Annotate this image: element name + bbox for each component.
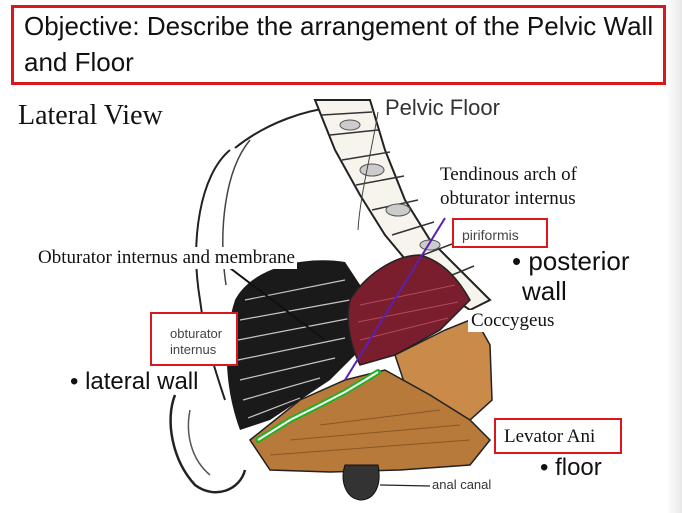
piriformis-fibers — [357, 284, 459, 341]
sacrum-spine — [313, 99, 492, 312]
obturator-line2: internus — [170, 342, 217, 357]
levator-ani-muscle — [248, 369, 492, 473]
posterior-bullet-line2: wall — [522, 276, 567, 306]
tendinous-arch-label: Tendinous arch of obturator internus — [438, 163, 579, 211]
piriformis-muscle — [347, 254, 471, 366]
anal-canal-leader — [379, 484, 431, 487]
view-label: Lateral View — [18, 100, 163, 131]
pubis-inner — [187, 409, 211, 476]
levator-fibers — [269, 409, 471, 456]
obturator-line1: obturator — [170, 326, 223, 341]
floor-bullet: • floor — [540, 454, 602, 481]
coccygeus-label: Coccygeus — [468, 310, 558, 332]
obturator-membrane-leader — [229, 267, 326, 341]
obturator-membrane-label: Obturator internus and membrane — [36, 247, 297, 269]
pubic-bone — [169, 394, 247, 494]
obturator-internus-label: obturator internus — [150, 312, 238, 366]
slide-title: Objective: Describe the arrangement of t… — [24, 11, 654, 77]
anal-canal-label: anal canal — [432, 477, 492, 492]
posterior-wall-bullet: • posterior wall — [512, 246, 629, 306]
pelvic-floor-leader — [357, 111, 379, 231]
tendinous-arch-line2: obturator internus — [440, 188, 576, 209]
ilium-outline — [195, 149, 231, 401]
tendinous-arch-line1: Tendinous arch of — [440, 164, 577, 185]
tendinous-arch-leader — [344, 217, 446, 381]
tendinous-arch-core — [257, 371, 379, 441]
lateral-wall-bullet: • lateral wall — [70, 368, 199, 395]
window-edge-shade — [666, 0, 682, 513]
anal-canal-shape — [342, 464, 380, 501]
obturator-fibers — [237, 279, 353, 419]
piriformis-label: piriformis — [452, 218, 548, 248]
pelvic-floor-label: Pelvic Floor — [385, 95, 500, 120]
title-box — [11, 5, 666, 85]
levator-ani-label: Levator Ani — [494, 418, 622, 454]
posterior-bullet-line1: • posterior — [512, 246, 630, 276]
